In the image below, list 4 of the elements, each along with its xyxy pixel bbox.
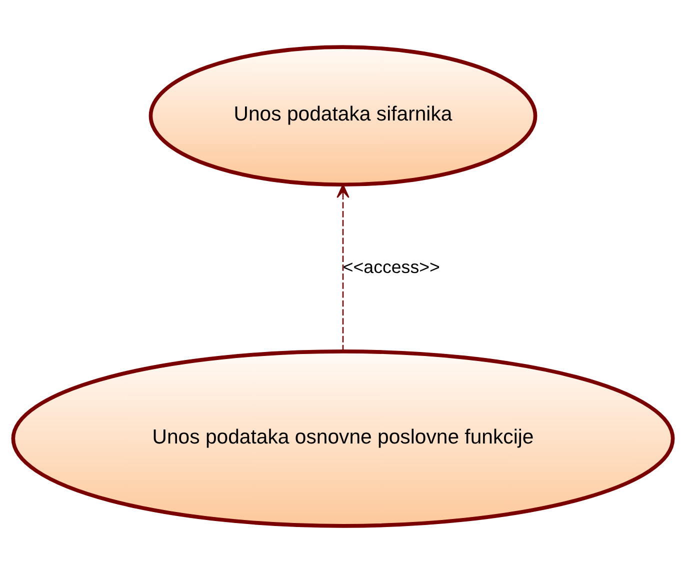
arrow — [336, 184, 350, 352]
node-ellipse: Unos podataka osnovne poslovne funkcije — [11, 350, 675, 528]
node-ellipse: Unos podataka sifarnika — [148, 45, 538, 187]
edge-label: <<access>> — [342, 256, 440, 277]
